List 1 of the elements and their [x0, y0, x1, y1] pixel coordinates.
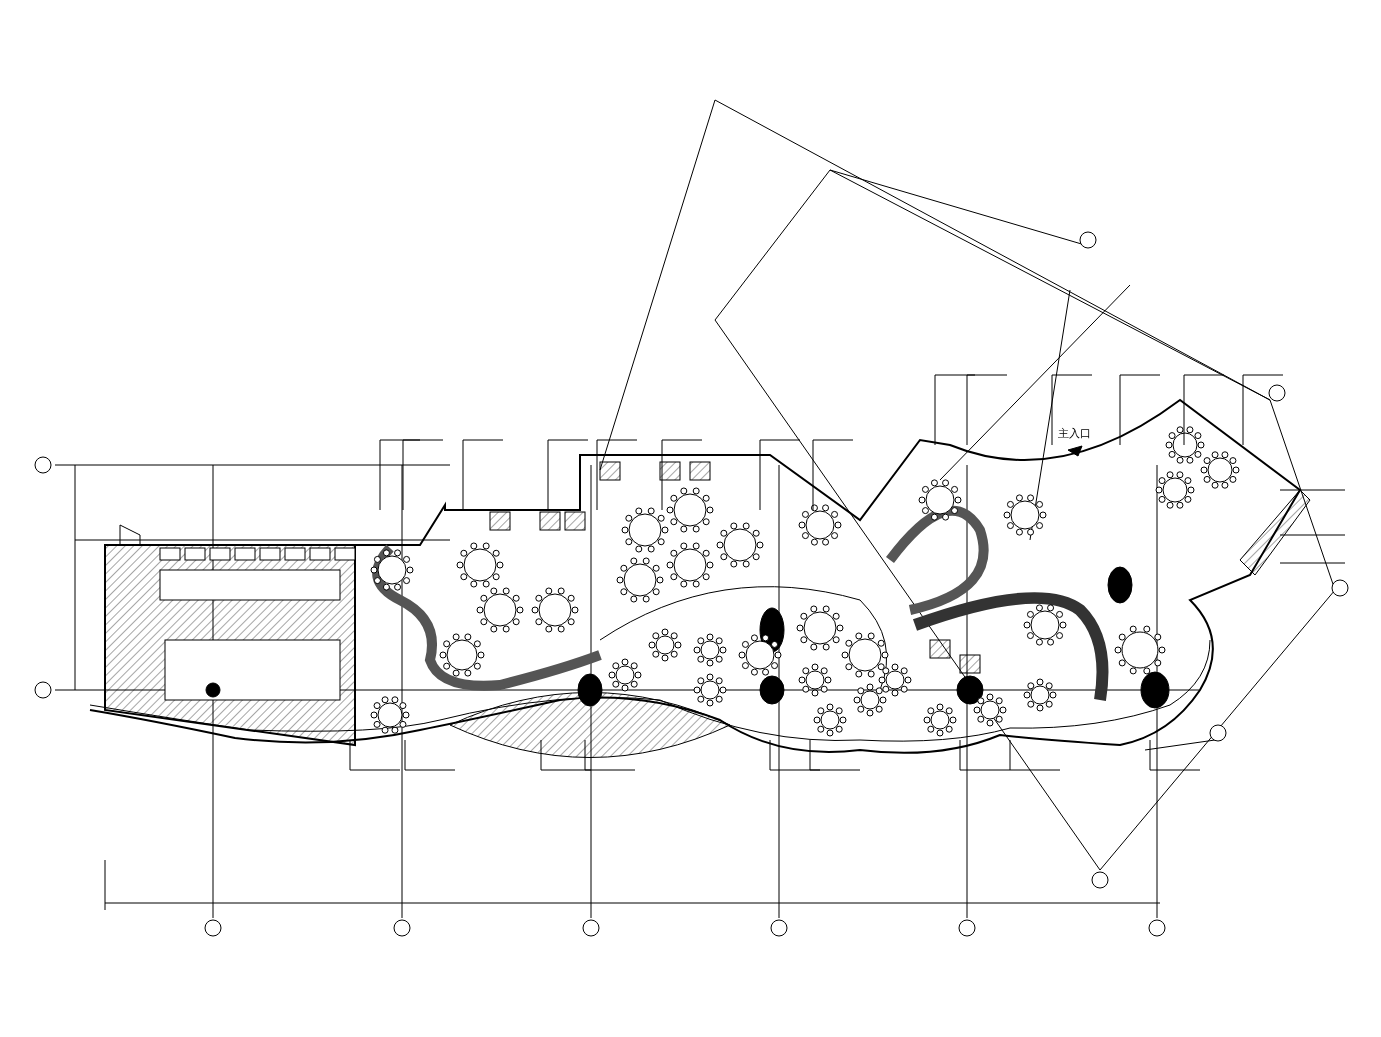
- entrance-label: 主入口: [1058, 426, 1091, 441]
